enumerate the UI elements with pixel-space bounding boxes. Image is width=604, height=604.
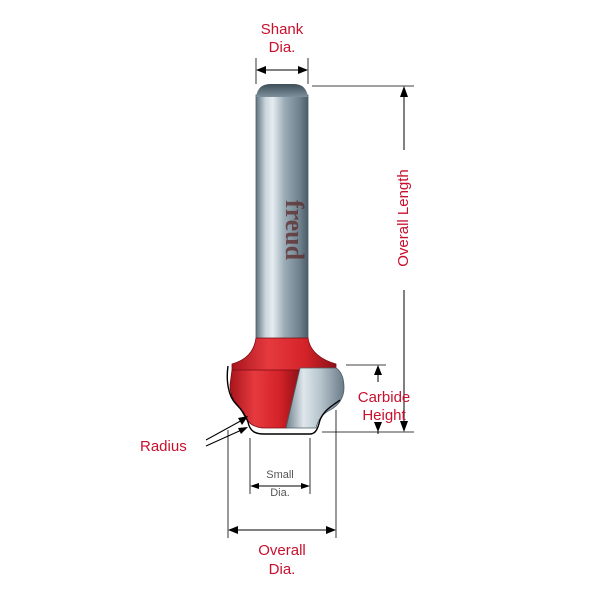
cutter-body bbox=[229, 337, 337, 429]
radius-callout: Radius bbox=[140, 416, 248, 455]
overall-length-label: Overall Length bbox=[395, 169, 412, 267]
shank-chamfer bbox=[256, 84, 308, 97]
shank-dia-dimension: Shank Dia. bbox=[255, 21, 309, 84]
small-dia-label-line1: Small bbox=[266, 469, 294, 481]
freud-logo: freud bbox=[280, 200, 309, 261]
cutter-profile-outline bbox=[226, 365, 341, 435]
small-dia-label-line2: Dia. bbox=[270, 487, 290, 499]
carbide-height-dimension: Carbide Height bbox=[346, 364, 411, 434]
overall-length-dimension: Overall Length bbox=[312, 85, 414, 433]
carbide-tip bbox=[285, 367, 345, 429]
freud-logo-text: freud bbox=[280, 200, 309, 261]
overall-dia-label-line2: Dia. bbox=[269, 561, 296, 578]
small-dia-dimension: Small Dia. bbox=[249, 438, 311, 499]
overall-dia-dimension: Overall Dia. bbox=[227, 410, 337, 578]
shank-dia-label-line2: Dia. bbox=[269, 39, 296, 56]
overall-dia-label-line1: Overall bbox=[258, 542, 306, 559]
radius-label: Radius bbox=[140, 438, 187, 455]
carbide-height-label-line1: Carbide bbox=[358, 389, 411, 406]
shank-dia-label-line1: Shank bbox=[261, 21, 304, 38]
carbide-height-label-line2: Height bbox=[362, 407, 406, 424]
shank bbox=[255, 84, 309, 346]
